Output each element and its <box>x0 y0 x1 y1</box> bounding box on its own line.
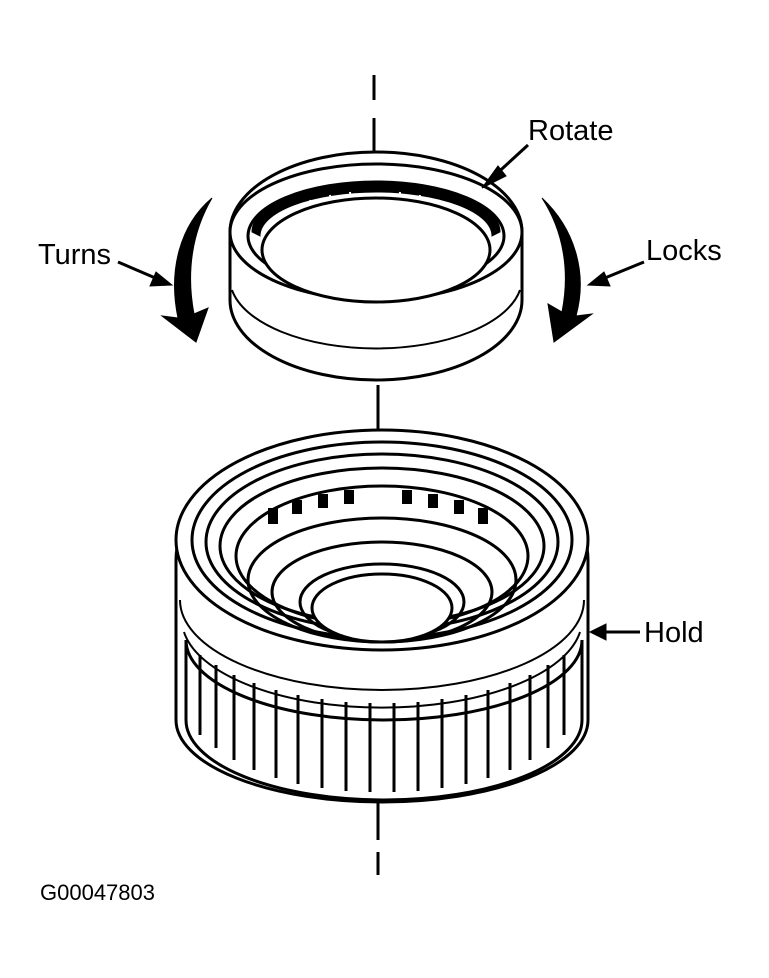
label-rotate: Rotate <box>528 115 613 147</box>
label-locks: Locks <box>646 235 722 267</box>
turn-arrow-right <box>541 197 594 343</box>
label-turns: Turns <box>38 239 111 271</box>
leader-turns <box>117 260 174 287</box>
leader-rotate <box>481 143 530 189</box>
leader-hold <box>588 623 640 641</box>
figure-code: G00047803 <box>40 880 155 905</box>
leader-locks <box>586 260 645 287</box>
drum-windows <box>268 490 488 524</box>
drum-splines <box>198 655 566 792</box>
label-hold: Hold <box>644 617 704 649</box>
clutch-drum <box>174 428 590 804</box>
sprag-race-ring <box>228 150 524 382</box>
turn-arrow-left <box>160 197 213 343</box>
